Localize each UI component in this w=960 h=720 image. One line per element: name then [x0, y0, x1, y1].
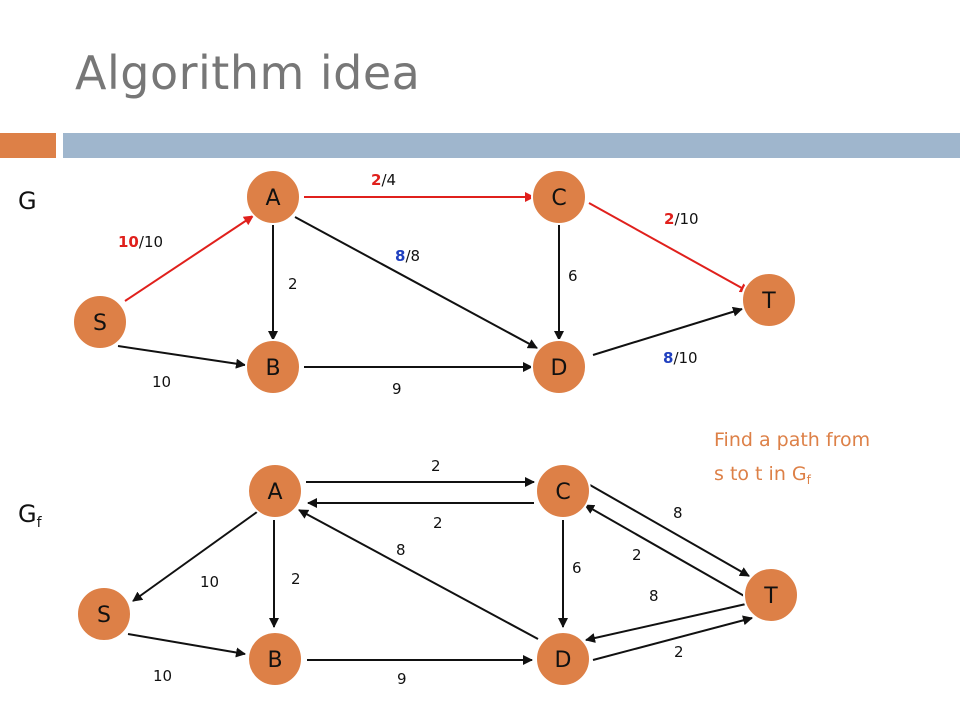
edge-label-a-b: 2 [288, 275, 298, 293]
edge-label-gf-d-a: 8 [396, 541, 406, 559]
edge-gf-d-a [298, 509, 539, 640]
svg-text:A: A [265, 186, 280, 211]
svg-text:D: D [551, 356, 568, 381]
edge-label-d-t: 8/10 [663, 349, 698, 367]
node-a: A [245, 169, 301, 225]
node-t: T [741, 272, 797, 328]
edge-d-t [592, 306, 743, 356]
node-gf-d: D [535, 631, 591, 687]
edge-s-b [117, 345, 246, 369]
title-divider-bar [63, 133, 960, 158]
edge-label-gf-c-t: 8 [673, 504, 683, 522]
edge-label-c-t: 2/10 [664, 210, 699, 228]
title-accent-bar [0, 133, 56, 158]
svg-text:C: C [555, 480, 570, 505]
edge-label-gf-a-c: 2 [431, 457, 441, 475]
slide-title: Algorithm idea [75, 46, 421, 100]
node-b: B [245, 339, 301, 395]
edge-gf-d-t [592, 615, 753, 661]
node-gf-b: B [247, 631, 303, 687]
graph-gf-edges [127, 477, 753, 665]
edge-label-a-d: 8/8 [395, 247, 420, 265]
svg-text:A: A [267, 480, 282, 505]
svg-text:T: T [761, 289, 776, 314]
svg-text:D: D [555, 648, 572, 673]
note-line-2: s to t in Gf [714, 463, 812, 487]
svg-text:T: T [763, 584, 778, 609]
edge-label-gf-a-b: 2 [291, 570, 301, 588]
svg-text:S: S [97, 603, 111, 628]
node-gf-c: C [535, 463, 591, 519]
svg-text:S: S [93, 311, 107, 336]
note-line-1: Find a path from [714, 429, 870, 451]
edge-label-c-d: 6 [568, 267, 578, 285]
graph-gf-label: Gf [18, 500, 43, 531]
svg-text:B: B [267, 648, 282, 673]
node-d: D [531, 339, 587, 395]
svg-text:C: C [551, 186, 566, 211]
edge-c-t [588, 202, 750, 293]
edge-label-gf-a-s: 10 [200, 573, 219, 591]
edge-gf-t-c [584, 504, 747, 598]
edge-label-gf-t-d: 8 [649, 587, 659, 605]
edge-label-gf-d-t: 2 [674, 643, 684, 661]
edge-label-s-b: 10 [152, 373, 171, 391]
node-gf-s: S [76, 586, 132, 642]
edge-label-b-d: 9 [392, 380, 402, 398]
graph-gf-nodes: A C S T B D [76, 463, 799, 687]
edge-label-a-c: 2/4 [371, 171, 396, 189]
edge-a-d [294, 216, 538, 349]
node-c: C [531, 169, 587, 225]
graph-g-nodes: A C S T B D [72, 169, 797, 395]
edge-gf-a-s [132, 511, 258, 602]
edge-s-a [124, 215, 254, 302]
node-gf-a: A [247, 463, 303, 519]
node-gf-t: T [743, 567, 799, 623]
graph-g-label: G [18, 187, 37, 215]
svg-text:B: B [265, 356, 280, 381]
edge-label-gf-c-a: 2 [433, 514, 443, 532]
edge-label-gf-t-c: 2 [632, 546, 642, 564]
edge-gf-t-d [585, 603, 747, 643]
edge-gf-c-t [589, 484, 750, 577]
edge-label-gf-c-d: 6 [572, 559, 582, 577]
graph-g-edges [117, 192, 750, 372]
node-s: S [72, 294, 128, 350]
edge-label-gf-b-d: 9 [397, 670, 407, 688]
edge-label-gf-s-b: 10 [153, 667, 172, 685]
edge-label-s-a: 10/10 [118, 233, 163, 251]
edge-gf-s-b [127, 633, 246, 658]
